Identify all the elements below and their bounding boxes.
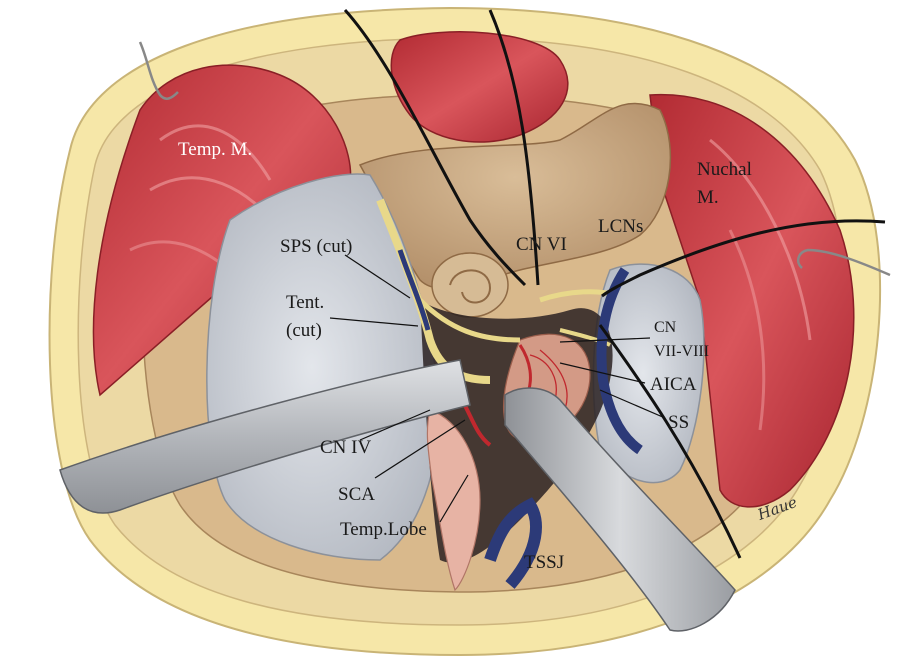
upper-muscle xyxy=(390,31,569,143)
retractor-left xyxy=(59,359,471,514)
label-tent-cut-2: (cut) xyxy=(286,320,322,341)
label-sca: SCA xyxy=(338,484,375,505)
label-tent-cut-1: Tent. xyxy=(286,292,324,313)
label-lcns: LCNs xyxy=(598,216,643,237)
label-tssj: TSSJ xyxy=(524,552,564,573)
petrous-bone xyxy=(358,102,672,318)
retractor-right xyxy=(504,387,736,632)
label-temp-lobe: Temp.Lobe xyxy=(340,519,427,540)
label-cn-vii-viii-1: CN xyxy=(654,319,677,336)
label-cn-iv: CN IV xyxy=(320,437,371,458)
label-cn-vii-viii-2: VII-VIII xyxy=(654,343,709,360)
label-ss: SS xyxy=(668,412,689,433)
label-temp-m: Temp. M. xyxy=(178,139,252,160)
label-nuchal-m-1: Nuchal xyxy=(697,159,752,180)
label-sps-cut: SPS (cut) xyxy=(280,236,352,257)
label-nuchal-m-2: M. xyxy=(697,187,719,208)
stay-sutures xyxy=(343,8,886,559)
label-cn-vi: CN VI xyxy=(516,234,567,255)
venous-sinuses xyxy=(397,249,643,589)
temporal-muscle xyxy=(92,64,352,397)
label-aica: AICA xyxy=(650,374,697,395)
retraction-hooks xyxy=(138,41,891,277)
leader-lines xyxy=(329,254,666,523)
nuchal-muscle xyxy=(649,93,855,508)
